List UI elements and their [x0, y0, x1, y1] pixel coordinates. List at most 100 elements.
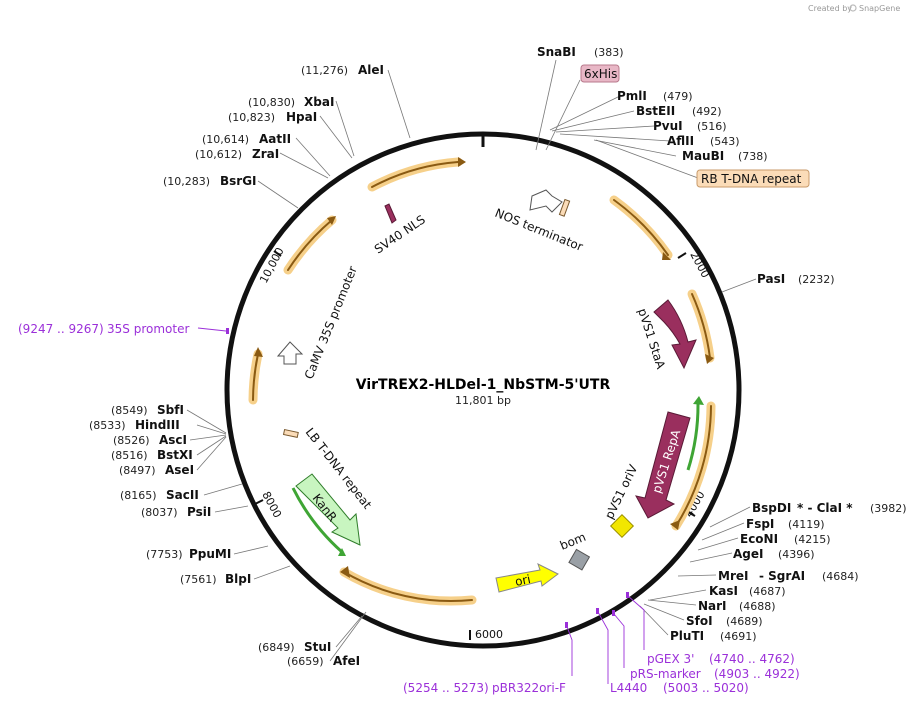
enzyme-ppumi-pos: (7753)	[146, 548, 183, 561]
enzyme-econi-pos: (4215)	[794, 533, 831, 546]
his-tag-label: 6xHis	[584, 67, 617, 81]
primer-35s-range: (9247 .. 9267)	[18, 322, 104, 336]
pvs1-oriv-label: pVS1 oriV	[602, 462, 641, 522]
enzyme-aflii: AflII	[667, 134, 694, 148]
bom-label: bom	[558, 530, 588, 553]
rb-tdna-label: RB T-DNA repeat	[701, 172, 802, 186]
enzyme-psii-pos: (8037)	[141, 506, 178, 519]
enzyme-pmli: PmlI	[617, 89, 647, 103]
enzyme-asci: AscI	[159, 433, 187, 447]
pvs1-oriv-marker	[609, 513, 635, 539]
enzyme-bsrgi-pos: (10,283)	[163, 175, 210, 188]
enzyme-alei-pos: (11,276)	[301, 64, 348, 77]
enzyme-asei: AseI	[165, 463, 194, 477]
sv40-nls-label: SV40 NLS	[372, 212, 428, 256]
leader-lines	[186, 59, 757, 662]
enzyme-pasi-pos: (2232)	[798, 273, 835, 286]
enzyme-psii: PsiI	[187, 505, 211, 519]
enzyme-mrei: MreI	[718, 569, 748, 583]
green-arrowhead-2	[338, 548, 346, 556]
primer-leader-lines	[197, 327, 645, 684]
enzyme-bstxi-pos: (8516)	[111, 449, 148, 462]
enzyme-sfoi-pos: (4689)	[726, 615, 763, 628]
primer-pgex3-range: (4740 .. 4762)	[709, 652, 795, 666]
tick-label-6000: 6000	[475, 628, 503, 641]
enzyme-sfoi: SfoI	[686, 614, 713, 628]
enzyme-mrei-pos: (4684)	[822, 570, 859, 583]
enzyme-asei-pos: (8497)	[119, 464, 156, 477]
enzyme-stui-pos: (6849)	[258, 641, 295, 654]
enzyme-hpai-pos: (10,823)	[228, 111, 275, 124]
primer-pgex3-label: pGEX 3'	[647, 652, 694, 666]
enzyme-xbai-pos: (10,830)	[248, 96, 295, 109]
enzyme-kasi: KasI	[709, 584, 738, 598]
enzyme-sbfi-pos: (8549)	[111, 404, 148, 417]
rb-tdna-box	[696, 169, 810, 188]
enzyme-afei: AfeI	[333, 654, 360, 668]
enzyme-nari-pos: (4688)	[739, 600, 776, 613]
enzyme-stui: StuI	[304, 640, 331, 654]
nos-terminator-arrow	[529, 189, 563, 213]
orf-arrowheads	[254, 157, 714, 578]
enzyme-fspi: FspI	[746, 517, 774, 531]
sv40-nls-marker	[384, 203, 397, 224]
kanr-arrow	[295, 473, 361, 546]
camv-35s-label: CaMV 35S promoter	[302, 264, 360, 381]
enzyme-snabi-pos: (383)	[594, 46, 624, 59]
enzyme-pluti: PluTI	[670, 629, 704, 643]
backbone-circle	[224, 131, 742, 649]
enzyme-hindiii: HindIII	[135, 418, 180, 432]
enzyme-labels: SnaBI (383) PmlI (479) BstEII (492) PvuI…	[89, 45, 907, 668]
enzyme-bsrgi: BsrGI	[220, 174, 257, 188]
enzyme-sacii: SacII	[166, 488, 199, 502]
enzyme-aflii-pos: (543)	[710, 135, 740, 148]
enzyme-maubi: MauBI	[682, 149, 724, 163]
primer-pbr322ori-range: (5254 .. 5273)	[403, 681, 489, 695]
plasmid-title: VirTREX2-HLDel-1_NbSTM-5'UTR	[356, 377, 611, 393]
pvs1-repa-arrow	[635, 411, 691, 519]
enzyme-aatii: AatII	[259, 132, 291, 146]
enzyme-bspdi-pos: (3982)	[870, 502, 907, 515]
rb-tdna-inner-marker	[558, 198, 571, 217]
credit: Created by SnapGene	[808, 4, 900, 13]
camv-35s-arrow	[276, 341, 304, 365]
enzyme-pluti-pos: (4691)	[720, 630, 757, 643]
ori-arrow	[495, 563, 559, 593]
enzyme-xbai: XbaI	[304, 95, 334, 109]
primer-l4440-range: (5003 .. 5020)	[663, 681, 749, 695]
enzyme-maubi-pos: (738)	[738, 150, 768, 163]
credit-brand: SnapGene	[859, 4, 900, 13]
pvs1-staa-arrow	[653, 299, 697, 370]
enzyme-pvui: PvuI	[653, 119, 683, 133]
enzyme-econi: EcoNI	[740, 532, 778, 546]
his-tag-box	[580, 64, 620, 83]
primer-35s-label: 35S promoter	[107, 322, 189, 336]
bom-marker	[568, 548, 591, 571]
primer-prs-marker-range: (4903 .. 4922)	[714, 667, 800, 681]
enzyme-hindiii-pos: (8533)	[89, 419, 126, 432]
enzyme-afei-pos: (6659)	[287, 655, 324, 668]
tick-label-8000: 8000	[259, 489, 284, 520]
lb-tdna-marker	[282, 428, 299, 438]
enzyme-bsteii: BstEII	[636, 104, 675, 118]
green-arcs	[291, 403, 700, 554]
scale-ticks	[254, 250, 696, 640]
primer-labels: pGEX 3' (4740 .. 4762) pRS-marker (4903 …	[18, 322, 800, 695]
ori-label: ori	[514, 572, 532, 589]
enzyme-agei: AgeI	[733, 547, 763, 561]
primer-marks	[226, 328, 629, 628]
primer-pbr322ori-label: pBR322ori-F	[492, 681, 566, 695]
enzyme-hpai: HpaI	[286, 110, 317, 124]
primer-l4440-label: L4440	[610, 681, 647, 695]
enzyme-pasi: PasI	[757, 272, 785, 286]
enzyme-pmli-pos: (479)	[663, 90, 693, 103]
enzyme-fspi-pos: (4119)	[788, 518, 825, 531]
enzyme-zrai-pos: (10,612)	[195, 148, 242, 161]
enzyme-asci-pos: (8526)	[113, 434, 150, 447]
nos-terminator-label: NOS terminator	[493, 206, 585, 254]
plasmid-length: 11,801 bp	[455, 394, 511, 407]
enzyme-blpi-pos: (7561)	[180, 573, 217, 586]
enzyme-bspdi: BspDI	[752, 501, 791, 515]
enzyme-alei: AleI	[358, 63, 384, 77]
